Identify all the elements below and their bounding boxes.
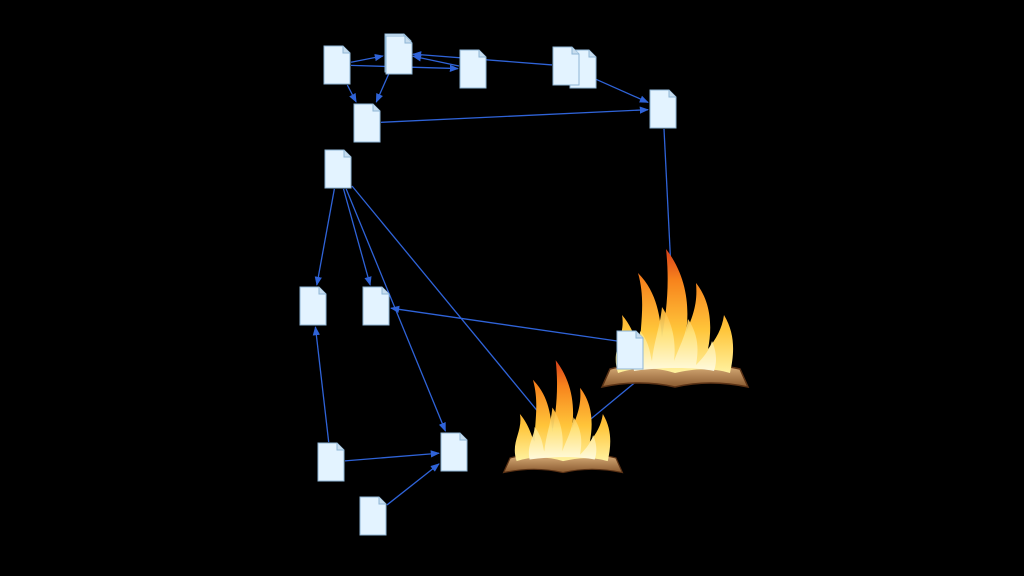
document-icon xyxy=(440,432,468,472)
link-arrow xyxy=(351,185,564,443)
link-arrow xyxy=(375,72,390,103)
burning-book-icon xyxy=(600,249,750,389)
document-icon xyxy=(324,149,352,189)
documents-layer xyxy=(299,33,677,536)
link-arrow xyxy=(344,450,440,462)
document-icon xyxy=(552,46,580,86)
burning-book-icon xyxy=(502,360,624,474)
document-icon xyxy=(362,286,390,326)
document-icon xyxy=(299,286,327,326)
document-icon xyxy=(317,442,345,482)
document-icon xyxy=(616,330,644,370)
document-icon xyxy=(353,103,381,143)
link-arrow xyxy=(386,463,440,506)
flame-core-shape xyxy=(528,407,597,460)
link-arrow xyxy=(350,53,384,63)
flame-core-shape xyxy=(633,307,716,371)
link-arrow xyxy=(312,326,330,443)
link-arrow xyxy=(345,188,446,432)
document-icon xyxy=(385,35,413,75)
document-icon xyxy=(459,49,487,89)
document-icon xyxy=(323,45,351,85)
edges-layer xyxy=(312,51,679,506)
fires-layer xyxy=(502,249,750,474)
document-icon xyxy=(649,89,677,129)
document-icon xyxy=(359,496,387,536)
link-arrow xyxy=(314,188,335,286)
link-arrow xyxy=(342,188,372,286)
link-arrow xyxy=(380,106,649,123)
link-arrow xyxy=(346,84,357,103)
